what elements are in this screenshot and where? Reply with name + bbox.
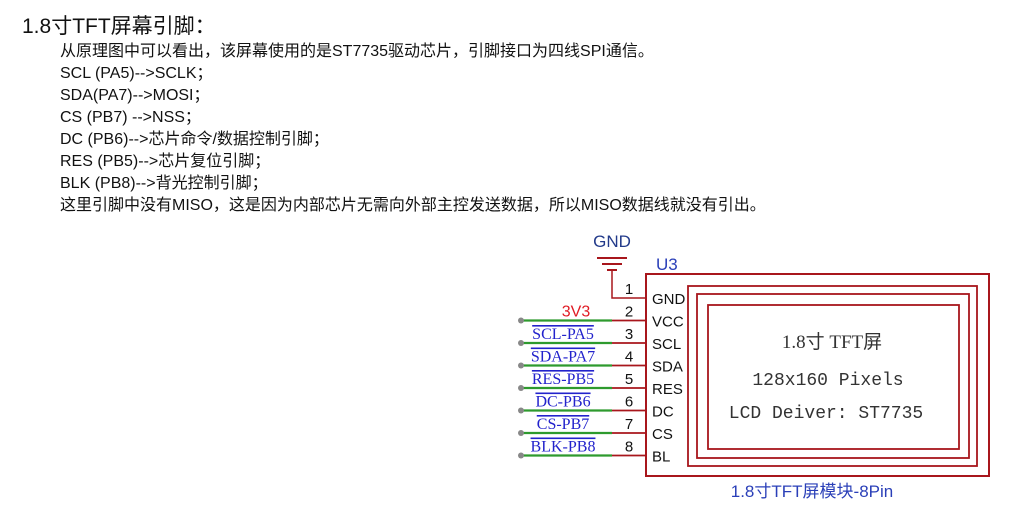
screen-resolution-label: 128x160 Pixels xyxy=(752,371,903,391)
wire-junction xyxy=(518,362,524,369)
wire-junction xyxy=(518,385,524,391)
pin-name: BL xyxy=(652,449,670,466)
description: 从原理图中可以看出，该屏幕使用的是ST7735驱动芯片，引脚接口为四线SPI通信… xyxy=(60,41,766,217)
net-label: SDA-PA7 xyxy=(531,349,595,366)
wire-junction xyxy=(518,430,524,436)
pin-number: 6 xyxy=(625,394,633,411)
pin-row: 6DC DC-PB6 xyxy=(518,394,674,421)
description-line: SDA(PA7)-->MOSI； xyxy=(60,87,210,104)
pin-name: VCC xyxy=(652,314,684,331)
ground-label: GND xyxy=(593,232,631,251)
wire-junction xyxy=(518,452,524,459)
pin-name: SCL xyxy=(652,336,681,353)
module-caption: 1.8寸TFT屏模块-8Pin xyxy=(731,482,893,501)
pin-number: 5 xyxy=(625,371,633,388)
pin-number: 1 xyxy=(625,281,633,298)
pin-number: 8 xyxy=(625,439,633,456)
description-line: CS (PB7) -->NSS； xyxy=(60,109,201,126)
component-body xyxy=(645,273,990,477)
description-line: SCL (PA5)-->SCLK； xyxy=(60,65,213,82)
pin-number: 7 xyxy=(625,416,633,433)
pin-row: 8BL BLK-PB8 xyxy=(518,439,670,466)
pin-number: 2 xyxy=(625,304,633,321)
pin-list: 1GND2VCC3V33SCLSCL-PA54SDASDA-PA75RESRES… xyxy=(518,281,686,466)
pin-name: CS xyxy=(652,426,673,443)
description-line: DC (PB6)-->芯片命令/数据控制引脚； xyxy=(60,131,329,148)
wire-junction xyxy=(518,407,524,414)
screen-text: 1.8寸 TFT屏 128x160 Pixels LCD Deiver: ST7… xyxy=(729,331,923,424)
net-label: BLK-PB8 xyxy=(531,439,596,456)
ref-designator: U3 xyxy=(656,255,678,274)
net-label: CS-PB7 xyxy=(537,416,589,433)
pin-name: RES xyxy=(652,381,683,398)
screen-size-label: 1.8寸 TFT屏 xyxy=(782,331,882,353)
pin-row: 7CS CS-PB7 xyxy=(518,416,673,443)
screen-driver-label: LCD Deiver: ST7735 xyxy=(729,404,923,424)
net-label: RES-PB5 xyxy=(532,371,594,388)
description-line: 从原理图中可以看出，该屏幕使用的是ST7735驱动芯片，引脚接口为四线SPI通信… xyxy=(60,43,654,60)
page-title: 1.8寸TFT屏幕引脚： xyxy=(22,15,216,38)
ground-symbol: GND xyxy=(593,232,646,299)
pin-number: 3 xyxy=(625,326,633,343)
net-label: DC-PB6 xyxy=(535,394,590,411)
description-line: 这里引脚中没有MISO，这是因为内部芯片无需向外部主控发送数据，所以MISO数据… xyxy=(60,197,766,214)
pin-name: GND xyxy=(652,291,686,308)
wire-junction xyxy=(518,317,524,324)
power-net-label: 3V3 xyxy=(562,304,591,321)
pin-name: SDA xyxy=(652,359,683,376)
description-line: RES (PB5)-->芯片复位引脚； xyxy=(60,153,271,170)
pin-name: DC xyxy=(652,404,674,421)
description-line: BLK (PB8)-->背光控制引脚； xyxy=(60,175,268,192)
net-label: SCL-PA5 xyxy=(532,326,594,343)
pin-number: 4 xyxy=(625,349,633,366)
wire-junction xyxy=(518,340,524,346)
